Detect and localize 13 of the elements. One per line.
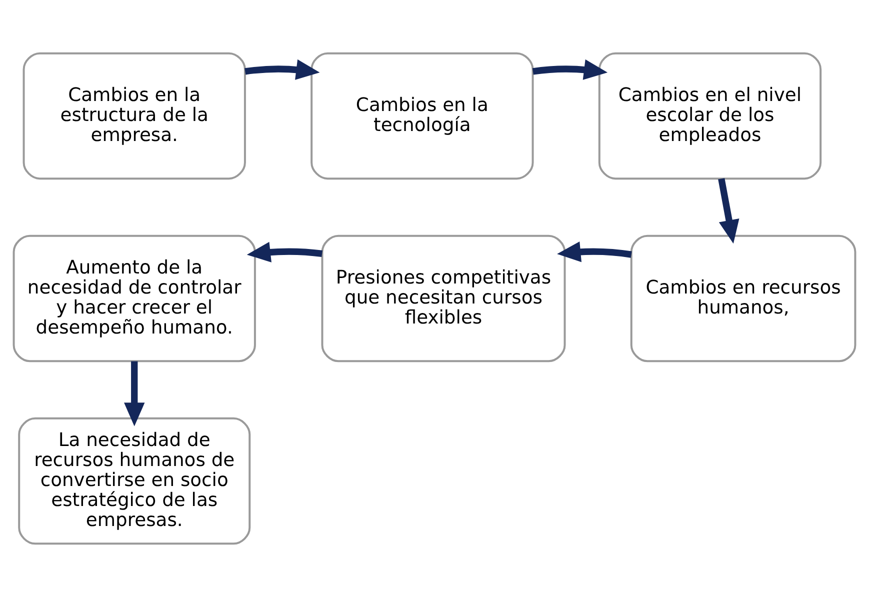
arrow	[246, 241, 322, 262]
node-box: Aumento de la necesidad de controlar y hacer crecer el desempeño humano.	[12, 234, 256, 362]
node-box: Cambios en la tecnología	[310, 52, 534, 180]
arrow	[244, 58, 320, 80]
arrow	[557, 241, 632, 262]
node-box: Presiones competitivas que necesitan cursos flexibles	[321, 234, 566, 362]
arrow	[124, 360, 145, 426]
arrow	[532, 58, 608, 80]
node-box: La necesidad de recursos humanos de convertirse en socio estratégico de las empresas.	[18, 416, 251, 544]
node-box: Cambios en recursos humanos,	[630, 234, 856, 362]
node-box: Cambios en la estructura de la empresa.	[22, 52, 246, 180]
node-box: Cambios en el nivel escolar de los empleados	[598, 52, 822, 180]
arrow	[718, 178, 740, 244]
